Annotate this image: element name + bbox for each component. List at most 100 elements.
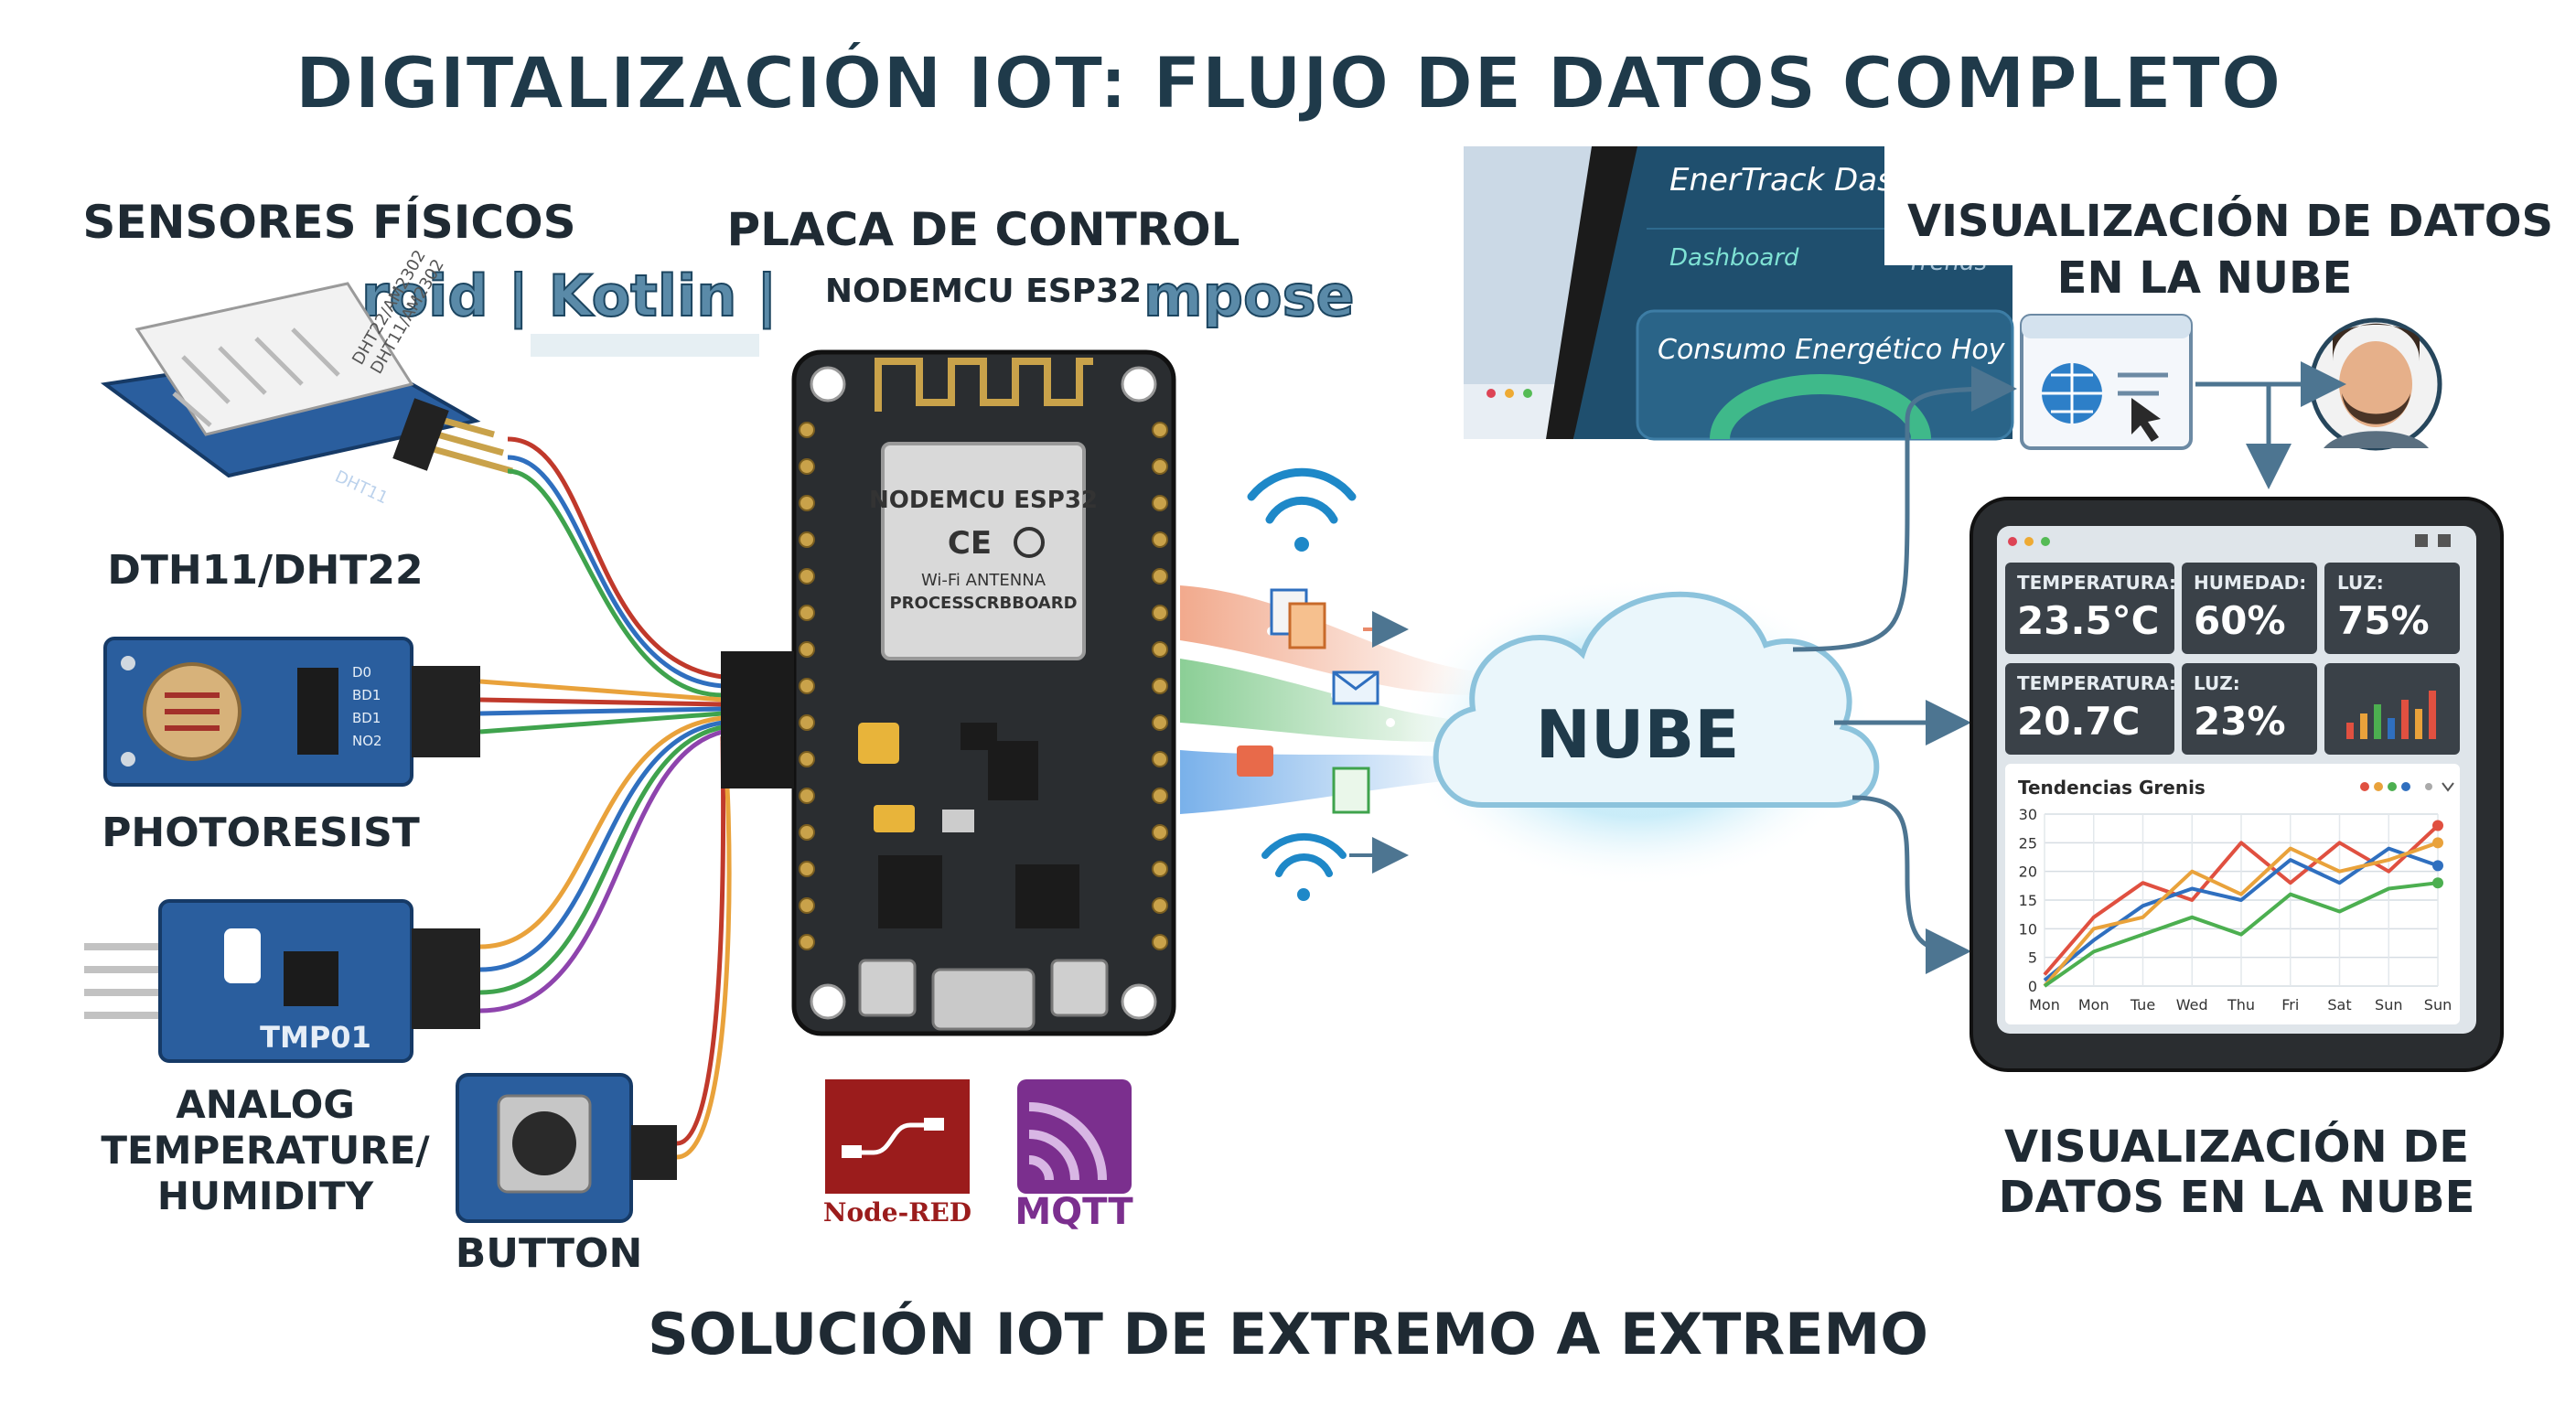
- tile-1-name: TEMPERATURA:: [2017, 572, 2176, 594]
- y-tick-label: 0: [2028, 978, 2037, 995]
- series-end-point-4: [2432, 877, 2443, 889]
- temp-label-3: HUMIDITY: [157, 1174, 374, 1218]
- nodered-label: Node-RED: [823, 1197, 971, 1228]
- temp-label-2: TEMPERATURE/: [101, 1128, 430, 1173]
- tile-2-value: 60%: [2194, 598, 2286, 643]
- photo-pin-4: NO2: [352, 733, 382, 749]
- footer-title: SOLUCIÓN IOT DE EXTREMO A EXTREMO: [648, 1301, 1928, 1367]
- viz-bottom-label-2: DATOS EN LA NUBE: [1999, 1172, 2475, 1223]
- x-tick-label: Wed: [2176, 996, 2208, 1014]
- dht-board-text: DHT11: [332, 467, 391, 508]
- tile-4-value: 20.7C: [2017, 699, 2140, 744]
- metric-tile-temperatura-2: TEMPERATURA: 20.7C: [2005, 663, 2176, 755]
- y-tick-label: 25: [2019, 834, 2037, 852]
- browser-icon: [2020, 314, 2193, 450]
- series-line-4: [2043, 881, 2439, 988]
- x-tick-label: Sun: [2424, 996, 2452, 1014]
- wifi-icon-lower: [1261, 832, 1347, 901]
- connection-arrows: [1792, 361, 2346, 974]
- cloud-label: NUBE: [1536, 696, 1740, 773]
- temperature-module: TMP01: [84, 899, 480, 1063]
- photo-pin-3: BD1: [352, 710, 381, 726]
- temp-chip-text: TMP01: [260, 1020, 371, 1055]
- dht-label: DTH11/DHT22: [107, 547, 423, 594]
- series-end-point-1: [2432, 820, 2443, 831]
- photo-label: PHOTORESIST: [102, 810, 420, 856]
- metric-tile-luz-2: LUZ: 23%: [2182, 663, 2317, 755]
- button-label: BUTTON: [456, 1230, 643, 1277]
- phone-card-title: Consumo Energético Hoy: [1658, 334, 2006, 366]
- tile-5-value: 23%: [2194, 699, 2286, 744]
- viz-bottom-label-1: VISUALIZACIÓN DE: [2004, 1121, 2469, 1173]
- module-line-1: Wi-Fi ANTENNA: [921, 571, 1046, 590]
- nodered-logo: Node-RED: [823, 1079, 971, 1228]
- x-tick-label: Mon: [2029, 996, 2060, 1014]
- envelope-icon: [1332, 670, 1379, 705]
- right-pin-header: [1152, 422, 1168, 950]
- x-tick-label: Mon: [2078, 996, 2109, 1014]
- y-tick-label: 30: [2019, 806, 2037, 823]
- label-backdrop: [1884, 146, 2017, 265]
- photoresistor-module: D0 BD1 BD1 NO2: [103, 637, 480, 787]
- viz-top-label-2: EN LA NUBE: [2057, 252, 2353, 304]
- page-title: DIGITALIZACIÓN IOT: FLUJO DE DATOS COMPL…: [295, 41, 2281, 125]
- metric-tile-luz: LUZ: 75%: [2324, 563, 2460, 654]
- x-tick-label: Thu: [2227, 996, 2255, 1014]
- series-end-point-2: [2432, 860, 2443, 872]
- tile-2-name: HUMEDAD:: [2194, 572, 2306, 594]
- cloud: [1433, 591, 1880, 808]
- trend-chart: Tendencias Grenis 0 5 10 15 20 25 30 Mon Mon Tue…: [2005, 764, 2460, 1024]
- chart-lines: [2043, 820, 2443, 988]
- series-line-3: [2043, 841, 2439, 988]
- photo-pin-2: BD1: [352, 687, 381, 703]
- x-tick-label: Sat: [2327, 996, 2351, 1014]
- overlay-text-right: mpose: [1143, 263, 1355, 329]
- y-tick-label: 15: [2019, 892, 2037, 909]
- left-pin-header: [799, 422, 815, 950]
- phone-app-title: EnerTrack Das: [1669, 162, 1894, 198]
- series-line-2: [2043, 846, 2439, 982]
- y-tick-label: 10: [2019, 920, 2037, 938]
- sensors-heading: SENSORES FÍSICOS: [82, 195, 575, 249]
- stream-arrows: [1349, 611, 1409, 874]
- y-tick-label: 5: [2028, 949, 2037, 967]
- x-tick-label: Tue: [2130, 996, 2155, 1014]
- tile-3-value: 75%: [2337, 598, 2430, 643]
- dht-sensor: DHT22/AM2302 DHT11/AM2302 DHT11: [100, 247, 513, 508]
- photo-pin-1: D0: [352, 664, 371, 681]
- phone-tab-dashboard: Dashboard: [1669, 244, 1799, 272]
- mini-bar-chart-icon: [2324, 663, 2460, 755]
- mqtt-label: MQTT: [1014, 1191, 1133, 1233]
- avatar: [2309, 317, 2442, 451]
- tile-1-value: 23.5°C: [2017, 598, 2159, 643]
- overlay-banner: roid | Kotlin | mpose: [348, 256, 1356, 357]
- board-heading: PLACA DE CONTROL: [726, 203, 1240, 256]
- tile-4-name: TEMPERATURA:: [2017, 672, 2176, 694]
- module-marks: CE: [948, 525, 992, 562]
- x-tick-label: Fri: [2281, 996, 2299, 1014]
- document-icon: [1270, 588, 1326, 649]
- y-tick-label: 20: [2019, 863, 2037, 881]
- x-tick-label: Sun: [2375, 996, 2402, 1014]
- series-end-point-3: [2432, 837, 2443, 849]
- wifi-icon: [1247, 467, 1357, 552]
- metric-tile-temperatura: TEMPERATURA: 23.5°C: [2005, 563, 2176, 654]
- file-icon: [1237, 745, 1370, 814]
- temp-label-1: ANALOG: [176, 1082, 355, 1127]
- overlay-text-left: roid | Kotlin |: [361, 263, 778, 330]
- module-title: NODEMCU ESP32: [869, 487, 1098, 514]
- tile-3-name: LUZ:: [2337, 572, 2384, 594]
- tile-5-name: LUZ:: [2194, 672, 2240, 694]
- chart-y-axis: 0 5 10 15 20 25 30: [2019, 806, 2037, 995]
- board-connector: [721, 651, 794, 788]
- board-subheading: NODEMCU ESP32: [825, 273, 1142, 310]
- esp32-board: NODEMCU ESP32 CE Wi-Fi ANTENNA PROCESSCR…: [791, 349, 1176, 1036]
- chart-x-axis: Mon Mon Tue Wed Thu Fri Sat Sun Sun: [2029, 996, 2452, 1014]
- chart-title: Tendencias Grenis: [2018, 777, 2206, 799]
- sensor-wiring: [479, 436, 732, 1160]
- button-module: [456, 1073, 677, 1223]
- mqtt-logo: MQTT: [1014, 1079, 1133, 1233]
- metric-tile-humedad: HUMEDAD: 60%: [2182, 563, 2317, 654]
- module-line-2: PROCESSCRBBOARD: [889, 594, 1077, 613]
